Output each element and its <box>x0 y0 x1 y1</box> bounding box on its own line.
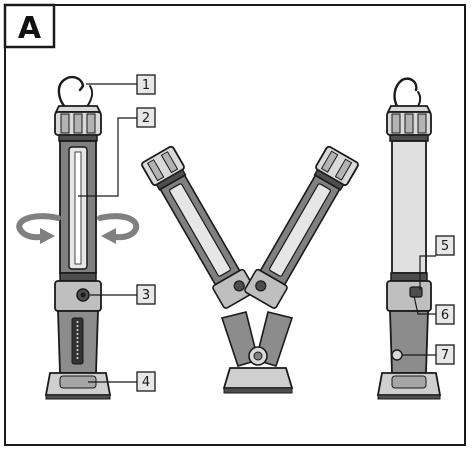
leader-2 <box>78 117 137 197</box>
work-light-side-view <box>376 77 442 400</box>
callout-label-4: 4 <box>142 375 150 390</box>
callout-leaders <box>78 83 436 383</box>
callout-4: 4 <box>136 371 156 392</box>
figure-frame <box>4 4 466 446</box>
callout-label-5: 5 <box>441 239 449 254</box>
rotation-arrow-left <box>16 213 61 241</box>
panel-letter-box <box>3 3 56 49</box>
work-light-angled-view <box>141 145 359 394</box>
callout-6: 6 <box>435 304 455 325</box>
middle-magnetic-base <box>222 367 294 389</box>
side-hanging-hook <box>393 77 418 110</box>
work-light-front-view <box>16 75 139 400</box>
side-lamp-tube <box>391 140 427 274</box>
rotation-arrows <box>16 213 139 244</box>
charge-indicator <box>409 286 423 298</box>
callout-label-2: 2 <box>142 111 150 126</box>
callout-1: 1 <box>136 74 156 95</box>
leader-5 <box>419 255 436 290</box>
callout-7: 7 <box>435 344 455 365</box>
callout-label-7: 7 <box>441 348 449 363</box>
panel-letter: A <box>18 11 42 46</box>
callout-3: 3 <box>136 284 156 305</box>
callout-2: 2 <box>136 107 156 128</box>
callout-label-1: 1 <box>142 78 150 93</box>
callout-5: 5 <box>435 235 455 256</box>
rotation-arrow-right <box>97 213 139 241</box>
callout-label-3: 3 <box>142 288 150 303</box>
hanging-hook <box>57 75 85 110</box>
usb-port-cover <box>391 349 403 361</box>
side-handle <box>389 310 429 374</box>
callout-label-6: 6 <box>441 308 449 323</box>
side-switch-housing <box>386 280 432 312</box>
leader-6 <box>413 295 436 315</box>
